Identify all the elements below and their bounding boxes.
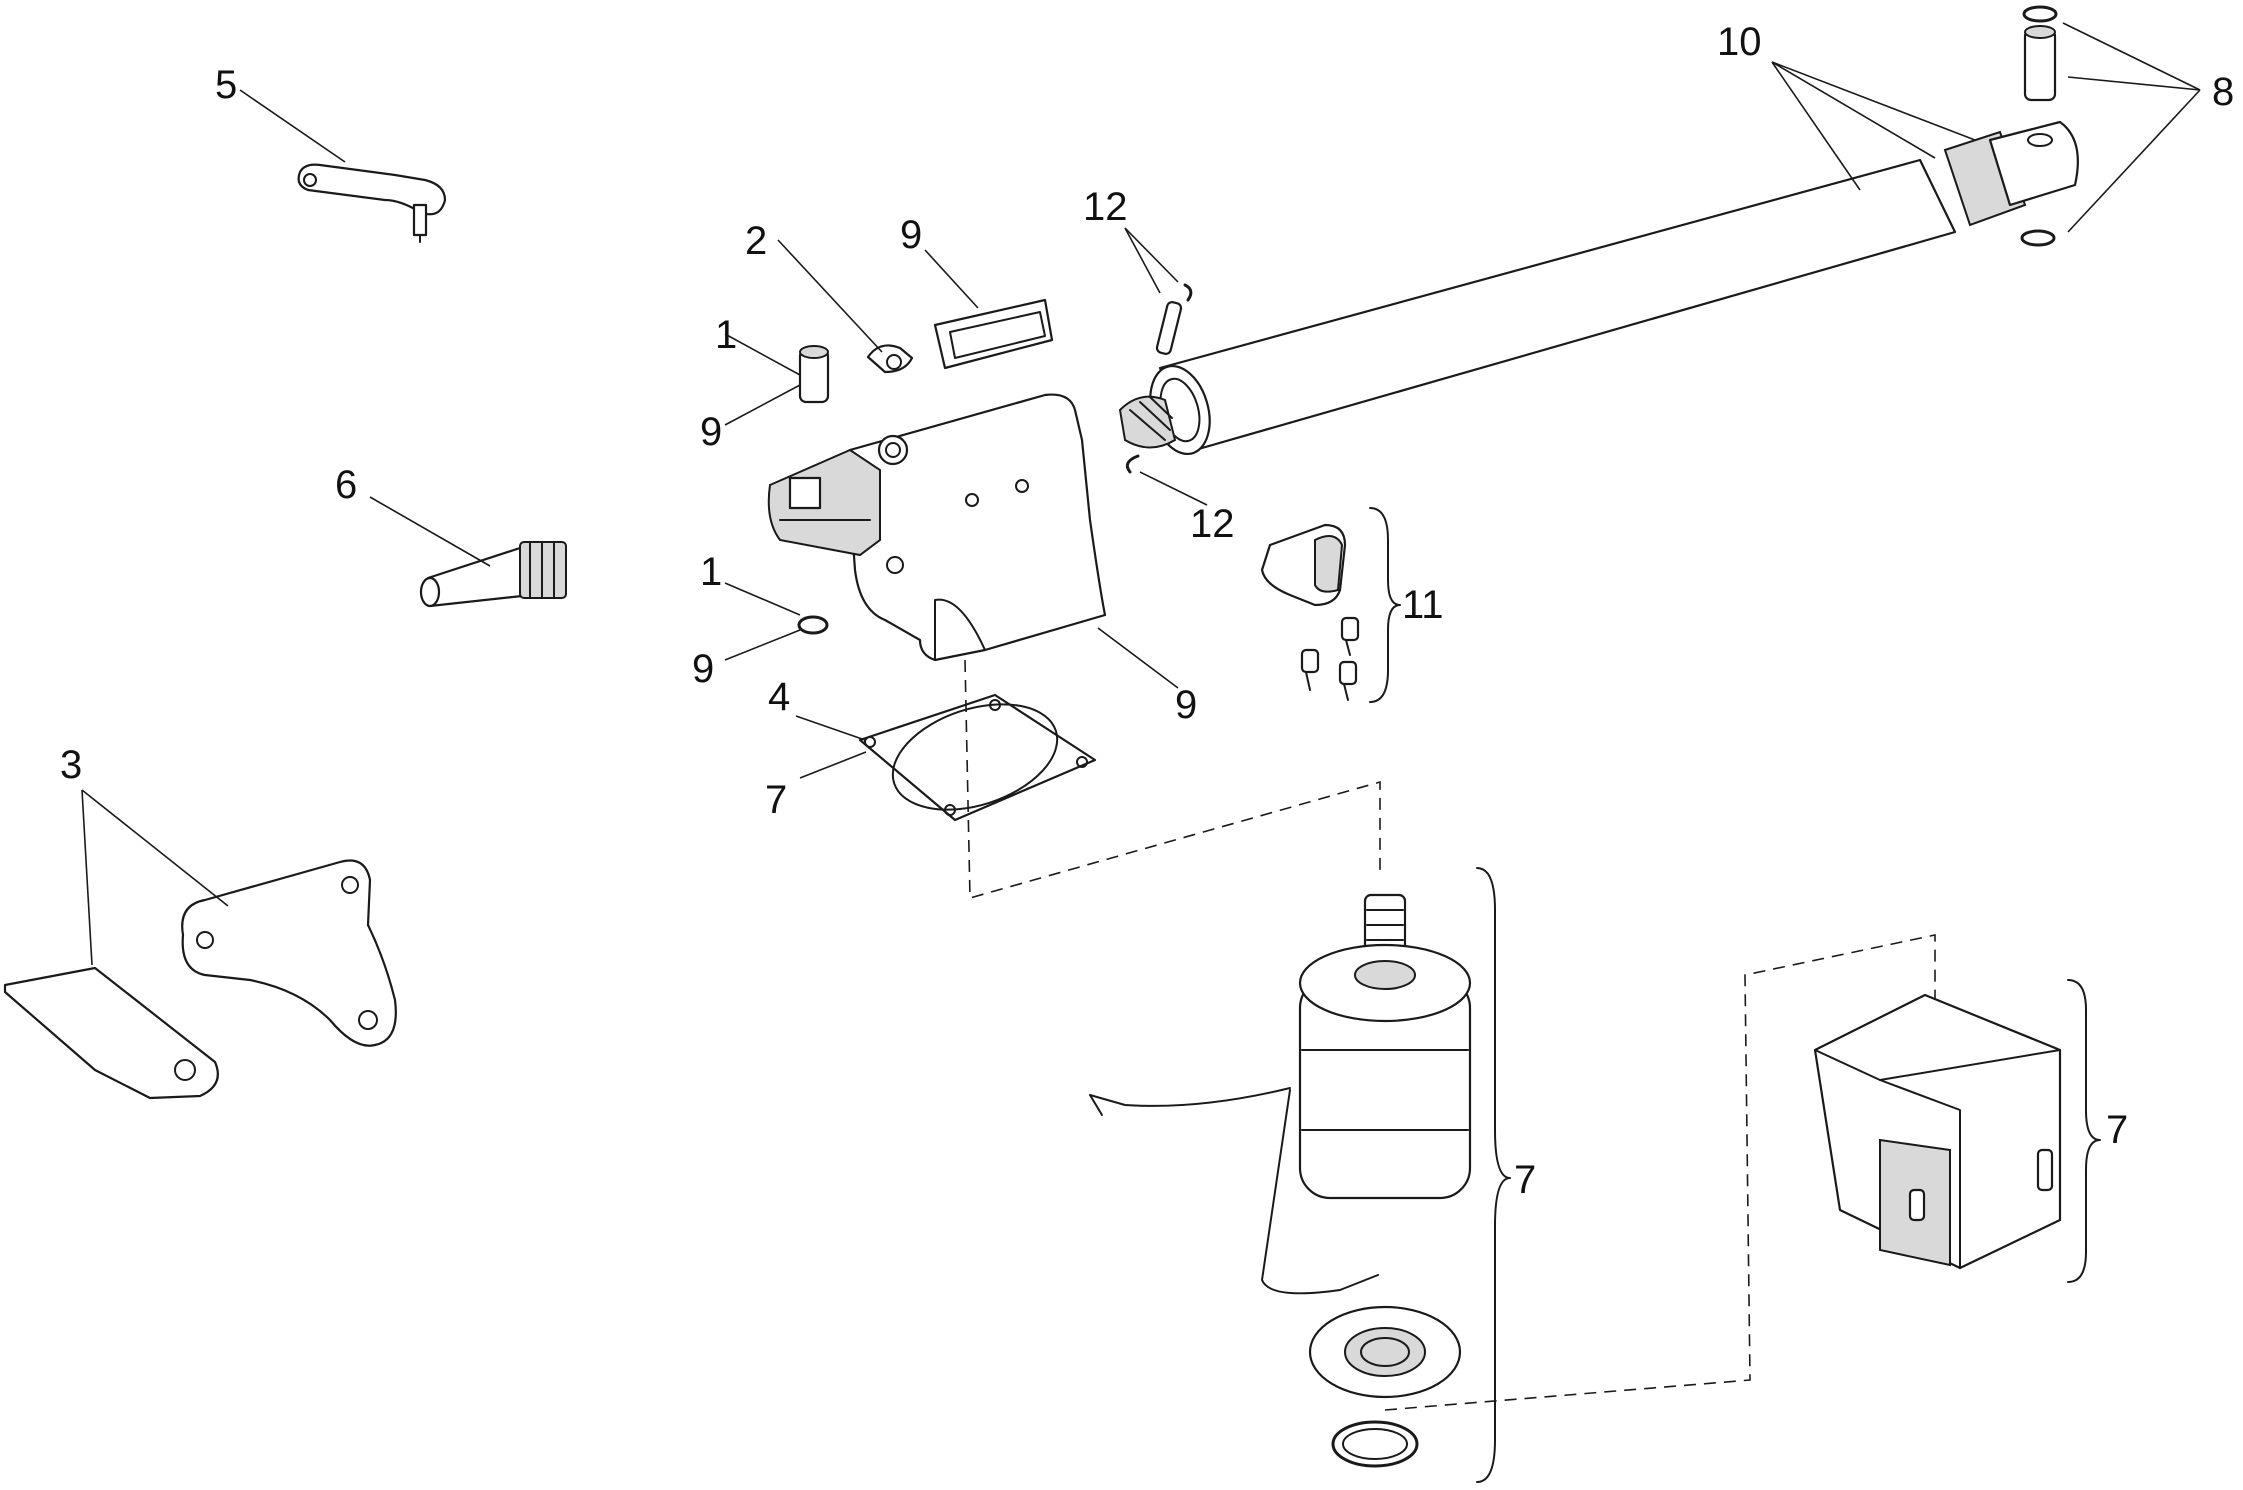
release-pin-part: [798, 345, 830, 404]
callout-12: 12: [1190, 502, 1235, 546]
callout-9: 9: [700, 410, 722, 454]
clevis-pin-part: [1155, 283, 1193, 355]
callout-9: 9: [900, 213, 922, 257]
screw-part: [1300, 616, 1360, 701]
callout-6: 6: [335, 463, 357, 507]
callout-8: 8: [2212, 70, 2234, 114]
cover-cap-part: [933, 298, 1054, 370]
front-pin-part: [2020, 5, 2058, 247]
assembly-guide-lines: [964, 659, 1936, 1411]
callout-9: 9: [692, 647, 714, 691]
push-rod-part: [1118, 120, 2079, 456]
gasket-plate-part: [858, 693, 1097, 822]
callout-7: 7: [2106, 1108, 2128, 1152]
callout-7: 7: [765, 778, 787, 822]
mounting-bracket-part: [3, 859, 397, 1100]
callout-7: 7: [1514, 1158, 1536, 1202]
callout-2: 2: [745, 219, 767, 263]
o-ring-part: [1331, 1420, 1419, 1468]
group-braces: [1369, 507, 2101, 1483]
gearbox-housing-part: [767, 393, 1107, 662]
callout-4: 4: [768, 675, 790, 719]
callout-9: 9: [1175, 683, 1197, 727]
callout-10: 10: [1717, 20, 1762, 64]
cable-gland-part: [419, 541, 567, 608]
brush-holder-part: [1308, 1305, 1462, 1399]
motor-assembly-part: [1089, 893, 1472, 1295]
callout-labels: 1 1 2 3 4 5 6 7 7 7 8 9 9 9 9 10 11 12 1…: [60, 20, 2234, 1202]
callout-12: 12: [1083, 185, 1128, 229]
callout-5: 5: [215, 63, 237, 107]
release-lever-part: [297, 163, 447, 243]
callout-1: 1: [715, 313, 737, 357]
clevis-kit-part: [1260, 523, 1360, 701]
callout-1: 1: [700, 550, 722, 594]
circlip-part: [797, 615, 829, 635]
motor-cover-part: [1813, 993, 2062, 1270]
e-clip-part: [1125, 454, 1140, 474]
callout-11: 11: [1402, 583, 1444, 627]
callout-3: 3: [60, 743, 82, 787]
retaining-clip-part: [866, 344, 914, 374]
leader-lines: [81, 22, 2201, 966]
